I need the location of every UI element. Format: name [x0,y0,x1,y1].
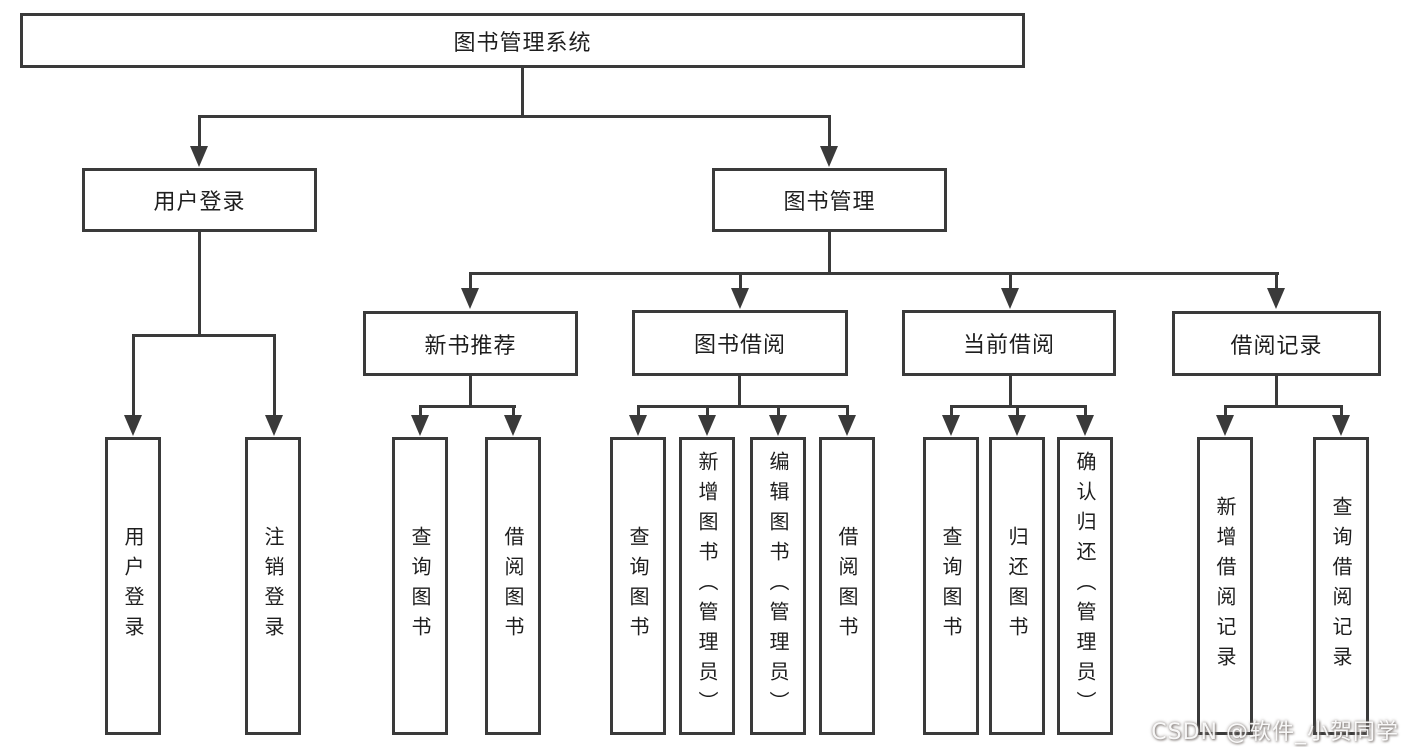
arrowhead [1008,415,1026,436]
arrowhead [1076,415,1094,436]
connector-line [706,405,709,417]
leaf-records-query-record-label: 查询借阅记录 [1329,496,1353,676]
watermark: CSDN @软件_小贺同学 [1151,720,1399,745]
leaf-borrow-query-books-label: 查询图书 [626,526,650,646]
connector-line [637,405,849,408]
leaf-newbook-borrow-books: 借阅图书 [485,437,541,735]
arrowhead [820,146,838,167]
connector-line [1275,272,1278,290]
root-node-book-management-system: 图书管理系统 [20,13,1025,68]
leaf-logout: 注销登录 [245,437,301,735]
connector-line [1084,405,1087,417]
leaf-current-return-books-label: 归还图书 [1005,526,1029,646]
connector-line [521,68,524,118]
arrowhead [769,415,787,436]
connector-line [1009,272,1012,290]
leaf-current-query-books: 查询图书 [923,437,979,735]
connector-line [419,405,516,408]
arrowhead [838,415,856,436]
connector-line [132,334,135,416]
node-user-login-label: 用户登录 [153,190,246,215]
node-borrowing-records: 借阅记录 [1172,311,1381,376]
leaf-borrow-edit-books-admin: 编辑图书（管理员） [750,437,806,735]
connector-line [1224,405,1343,408]
connector-line [198,115,831,118]
connector-line [1340,405,1343,417]
connector-line [469,272,1279,275]
leaf-borrow-add-books-admin-label: 新增图书（管理员） [695,451,719,721]
connector-line [469,272,472,290]
node-book-management-label: 图书管理 [783,190,876,215]
connector-line [132,334,276,337]
leaf-current-confirm-return-admin: 确认归还（管理员） [1057,437,1113,735]
leaf-borrow-edit-books-admin-label: 编辑图书（管理员） [766,451,790,721]
node-book-management: 图书管理 [712,168,947,232]
leaf-borrow-borrow-books: 借阅图书 [819,437,875,735]
node-new-book-recommendation: 新书推荐 [363,311,578,376]
connector-line [1009,376,1012,408]
arrowhead [1216,415,1234,436]
leaf-user-login-label: 用户登录 [121,526,145,646]
connector-line [469,376,472,408]
leaf-borrow-add-books-admin: 新增图书（管理员） [679,437,735,735]
leaf-borrow-borrow-books-label: 借阅图书 [835,526,859,646]
leaf-logout-label: 注销登录 [261,526,285,646]
leaf-newbook-borrow-books-label: 借阅图书 [501,526,525,646]
connector-line [738,376,741,408]
connector-line [828,232,831,275]
connector-line [198,115,201,148]
root-node-label: 图书管理系统 [453,30,592,56]
node-book-borrowing: 图书借阅 [632,310,848,376]
node-borrowing-records-label: 借阅记录 [1230,333,1323,359]
connector-line [419,405,422,417]
leaf-newbook-query-books: 查询图书 [392,437,448,735]
connector-line [739,272,742,290]
arrowhead [698,415,716,436]
node-current-borrowing-label: 当前借阅 [962,333,1055,358]
connector-line [512,405,515,417]
leaf-records-add-record: 新增借阅记录 [1197,437,1253,735]
node-book-borrowing-label: 图书借阅 [693,333,786,358]
connector-line [1275,376,1278,408]
arrowhead [731,288,749,309]
node-current-borrowing: 当前借阅 [902,310,1116,376]
leaf-current-query-books-label: 查询图书 [939,526,963,646]
leaf-current-confirm-return-admin-label: 确认归还（管理员） [1073,451,1097,721]
arrowhead [265,415,283,436]
arrowhead [1332,415,1350,436]
connector-line [637,405,640,417]
arrowhead [1001,288,1019,309]
arrowhead [411,415,429,436]
connector-line [198,232,201,337]
leaf-newbook-query-books-label: 查询图书 [408,526,432,646]
connector-line [828,115,831,148]
leaf-borrow-query-books: 查询图书 [610,437,666,735]
connector-line [777,405,780,417]
connector-line [1224,405,1227,417]
arrowhead [461,288,479,309]
connector-line [273,334,276,416]
leaf-records-add-record-label: 新增借阅记录 [1213,496,1237,676]
leaf-records-query-record: 查询借阅记录 [1313,437,1369,735]
connector-line [950,405,953,417]
node-new-book-recommendation-label: 新书推荐 [424,333,517,359]
connector-line [846,405,849,417]
arrowhead [504,415,522,436]
connector-line [1016,405,1019,417]
arrowhead [942,415,960,436]
leaf-current-return-books: 归还图书 [989,437,1045,735]
arrowhead [629,415,647,436]
arrowhead [190,146,208,167]
arrowhead [1267,288,1285,309]
arrowhead [124,415,142,436]
node-user-login: 用户登录 [82,168,317,232]
leaf-user-login: 用户登录 [105,437,161,735]
